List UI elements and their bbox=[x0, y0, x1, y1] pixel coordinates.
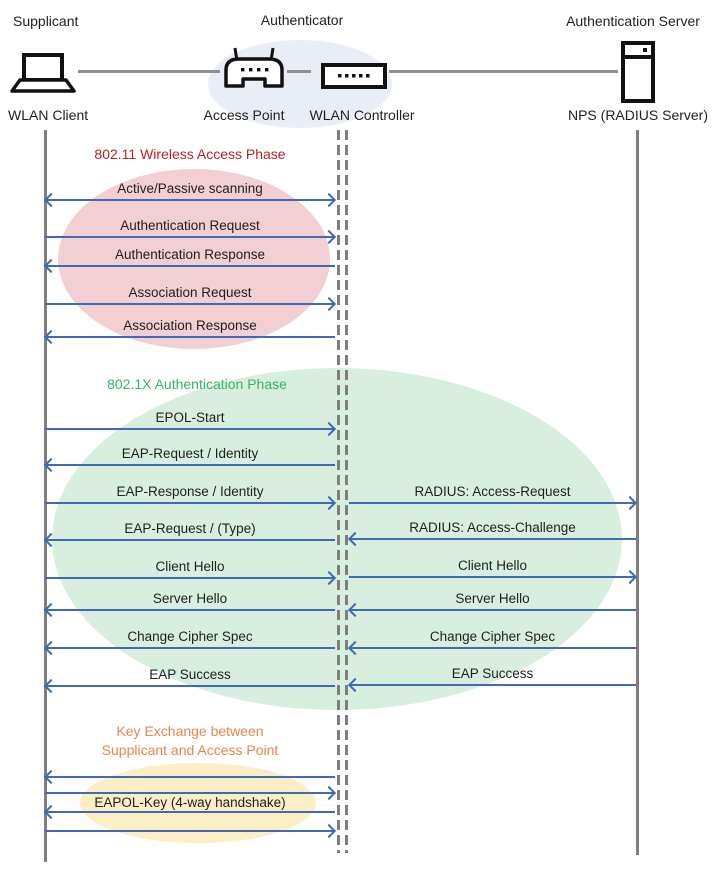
message-label: EAP-Request / (Type) bbox=[124, 521, 256, 536]
lifeline-access-point bbox=[337, 130, 340, 853]
arrow-right-icon bbox=[45, 303, 335, 305]
message-label: Client Hello bbox=[457, 558, 528, 573]
lifeline-radius-server bbox=[636, 130, 639, 855]
arrow-left-icon bbox=[45, 336, 335, 338]
device-access-point-label: Access Point bbox=[203, 107, 285, 123]
arrow-left-icon bbox=[45, 685, 335, 687]
arrow-right-icon bbox=[45, 236, 335, 238]
phase3-title: Key Exchange between Supplicant and Acce… bbox=[70, 722, 310, 760]
arrow-left-icon bbox=[349, 647, 636, 649]
message-label: EAP Success bbox=[149, 667, 231, 682]
role-authentication-server-label: Authentication Server bbox=[566, 13, 700, 29]
connector-line bbox=[389, 70, 618, 73]
arrow-left-icon bbox=[45, 265, 335, 267]
message-label: Authentication Response bbox=[114, 247, 266, 262]
message-label: Association Response bbox=[123, 318, 257, 333]
arrow-left-icon bbox=[45, 539, 335, 541]
arrow-right-icon bbox=[45, 577, 335, 579]
message-label: Active/Passive scanning bbox=[117, 181, 263, 196]
server-icon bbox=[621, 41, 655, 103]
arrow-right-icon bbox=[349, 576, 636, 578]
role-authenticator-label: Authenticator bbox=[260, 12, 344, 28]
message-label: Change Cipher Spec bbox=[429, 629, 556, 644]
arrow-left-icon bbox=[349, 609, 636, 611]
phase2-title: 802.1X Authentication Phase bbox=[107, 376, 287, 392]
connector-line bbox=[78, 70, 220, 73]
phase3-title-line1: Key Exchange between bbox=[116, 723, 264, 739]
arrow-right-icon bbox=[45, 428, 335, 430]
arrow-both-icon bbox=[45, 199, 335, 201]
message-label: EAPOL-Key (4-way handshake) bbox=[94, 795, 286, 810]
lifeline-wlan-client bbox=[44, 130, 47, 862]
device-wlan-client-label: WLAN Client bbox=[8, 107, 89, 123]
message-label: EAP-Response / Identity bbox=[116, 484, 264, 499]
arrow-left-icon bbox=[45, 811, 335, 813]
message-label: Client Hello bbox=[155, 559, 225, 574]
wlan-controller-icon bbox=[321, 63, 387, 89]
message-label: Association Request bbox=[128, 285, 252, 300]
arrow-left-icon bbox=[45, 776, 335, 778]
message-label: RADIUS: Access-Request bbox=[414, 484, 571, 499]
message-label: RADIUS: Access-Challenge bbox=[409, 520, 576, 535]
message-label: EAP-Request / Identity bbox=[121, 446, 259, 461]
arrow-right-icon bbox=[45, 830, 335, 832]
arrow-right-icon bbox=[45, 502, 335, 504]
access-point-icon bbox=[224, 47, 284, 88]
arrow-left-icon bbox=[349, 684, 636, 686]
arrow-right-icon bbox=[349, 502, 636, 504]
arrow-left-icon bbox=[45, 647, 335, 649]
arrow-left-icon bbox=[45, 464, 335, 466]
message-label: EPOL-Start bbox=[155, 410, 225, 425]
device-wlan-controller-label: WLAN Controller bbox=[309, 107, 415, 123]
laptop-icon bbox=[10, 53, 76, 93]
message-label: EAP Success bbox=[451, 666, 534, 681]
phase1-title: 802.11 Wireless Access Phase bbox=[94, 146, 286, 162]
message-label: Server Hello bbox=[455, 591, 530, 606]
arrow-left-icon bbox=[45, 609, 335, 611]
message-label: Authentication Request bbox=[120, 218, 260, 233]
arrow-left-icon bbox=[349, 538, 636, 540]
device-nps-label: NPS (RADIUS Server) bbox=[567, 107, 709, 123]
message-label: Server Hello bbox=[152, 591, 228, 606]
role-supplicant-label: Supplicant bbox=[13, 13, 79, 29]
phase3-title-line2: Supplicant and Access Point bbox=[101, 742, 279, 758]
lifeline-wlan-controller bbox=[345, 130, 348, 853]
arrow-right-icon bbox=[45, 792, 335, 794]
connector-line bbox=[287, 70, 311, 73]
message-label: Change Cipher Spec bbox=[127, 629, 253, 644]
